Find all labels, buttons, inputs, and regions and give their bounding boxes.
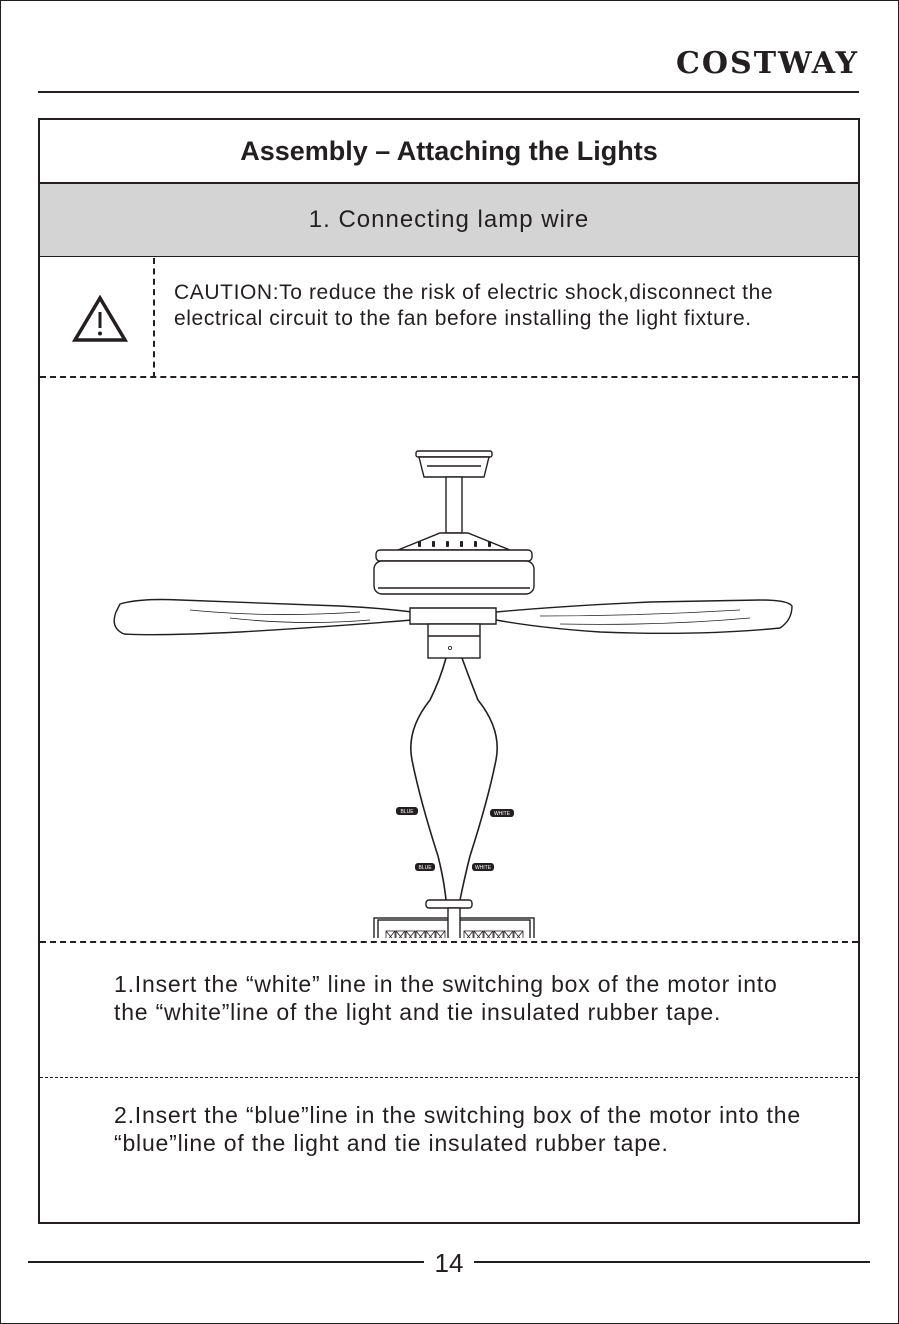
section-divider (40, 941, 858, 943)
footer-rule-left (28, 1261, 424, 1263)
light-white-tag: WHITE (472, 863, 494, 871)
instruction-step-2: 2.Insert the “blue”line in the switching… (114, 1102, 801, 1156)
warning-triangle-icon (72, 295, 128, 342)
svg-text:WHITE: WHITE (494, 811, 511, 817)
page-number: 14 (434, 1248, 464, 1278)
light-blue-tag: BLUE (415, 863, 435, 871)
instruction-step-1: 1.Insert the “white” line in the switchi… (114, 971, 778, 1025)
motor-white-tag: WHITE (490, 809, 514, 817)
svg-text:BLUE: BLUE (400, 809, 414, 815)
header-rule (38, 91, 859, 93)
brand-logo: COSTWAY (676, 46, 859, 81)
caution-text: CAUTION:To reduce the risk of electric s… (174, 281, 774, 330)
page-title: Assembly – Attaching the Lights (40, 120, 858, 184)
svg-text:BLUE: BLUE (418, 865, 432, 871)
fan-light-wiring-diagram: BLUE WHITE BLUE WHITE (113, 450, 793, 938)
svg-text:WHITE: WHITE (475, 865, 492, 871)
instruction-frame: Assembly – Attaching the Lights 1. Conne… (38, 118, 860, 1224)
step-heading: 1. Connecting lamp wire (40, 184, 858, 257)
footer-rule-right (474, 1261, 870, 1263)
section-divider (40, 376, 858, 378)
motor-blue-tag: BLUE (396, 807, 418, 815)
section-divider (40, 1077, 858, 1078)
caution-divider (153, 258, 155, 378)
